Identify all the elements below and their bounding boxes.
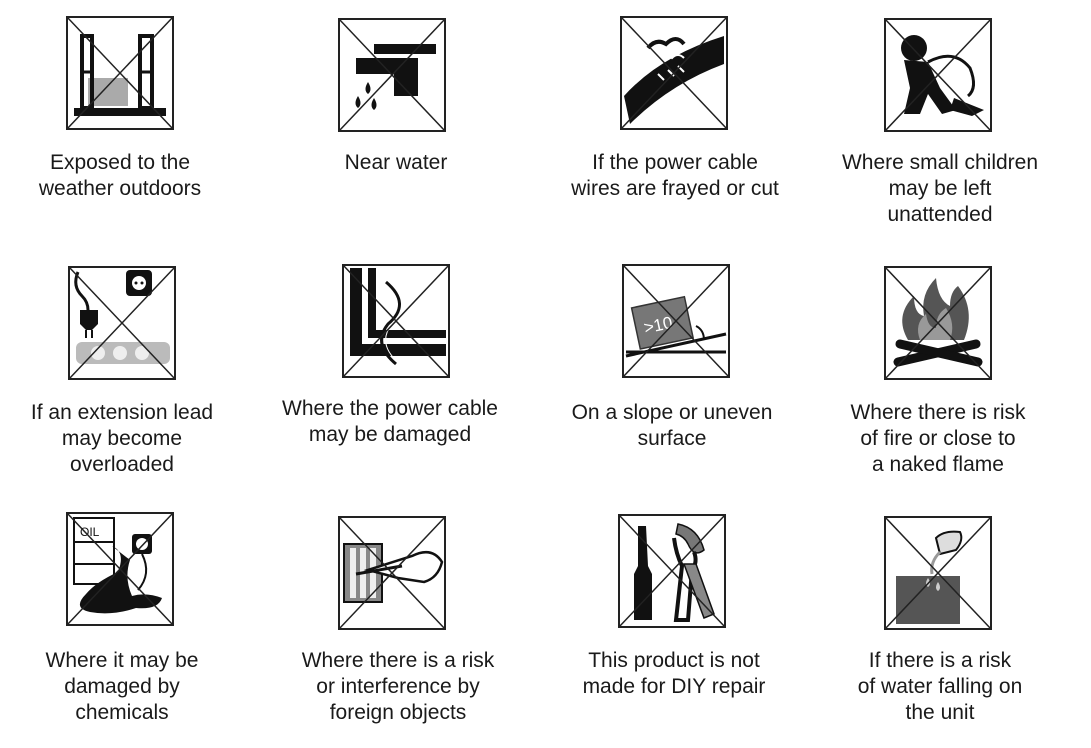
- cable-door-icon: [342, 264, 450, 378]
- warning-caption-3: If the power cable wires are frayed or c…: [571, 151, 779, 200]
- tap-water-icon: [338, 18, 446, 132]
- warning-caption-4: Where small children may be left unatten…: [841, 151, 1039, 226]
- extension-lead-icon: [68, 266, 176, 380]
- child-cable-icon: [884, 18, 992, 132]
- warning-caption-8: Where there is risk of fire or close to …: [850, 401, 1026, 476]
- warning-caption-9: Where it may be damaged by chemicals: [45, 649, 199, 724]
- warning-caption-2: Near water: [344, 151, 448, 174]
- slope-icon: >10: [622, 264, 730, 378]
- warning-caption-5: If an extension lead may become overload…: [30, 401, 214, 476]
- warning-caption-7: On a slope or uneven surface: [571, 401, 773, 450]
- oil-spill-icon: OIL: [66, 512, 174, 626]
- warning-caption-10: Where there is a risk or interference by…: [301, 649, 495, 724]
- window-weather-icon: [66, 16, 174, 130]
- foreign-object-icon: [338, 516, 446, 630]
- fire-icon: [884, 266, 992, 380]
- tools-icon: [618, 514, 726, 628]
- warning-caption-12: If there is a risk of water falling on t…: [857, 649, 1023, 724]
- water-pour-icon: [884, 516, 992, 630]
- warning-caption-11: This product is not made for DIY repair: [582, 649, 766, 698]
- warning-caption-6: Where the power cable may be damaged: [282, 397, 498, 446]
- svg-text:OIL: OIL: [80, 525, 100, 539]
- warning-caption-1: Exposed to the weather outdoors: [38, 151, 202, 200]
- frayed-cable-icon: [620, 16, 728, 130]
